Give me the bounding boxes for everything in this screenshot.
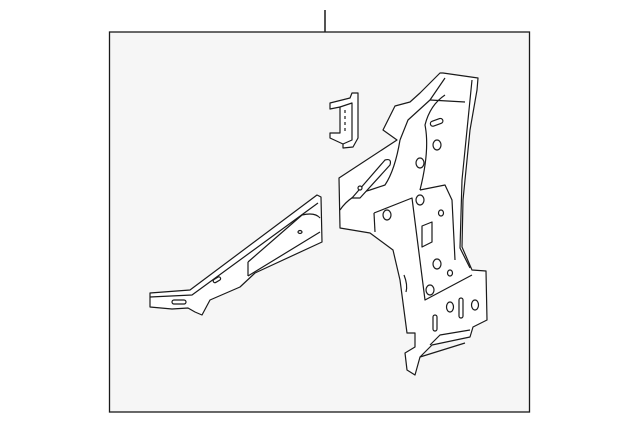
- apron-reinforcement-arm: [149, 194, 323, 316]
- small-bracket: [329, 92, 359, 149]
- main-pillar-panel: [338, 72, 488, 376]
